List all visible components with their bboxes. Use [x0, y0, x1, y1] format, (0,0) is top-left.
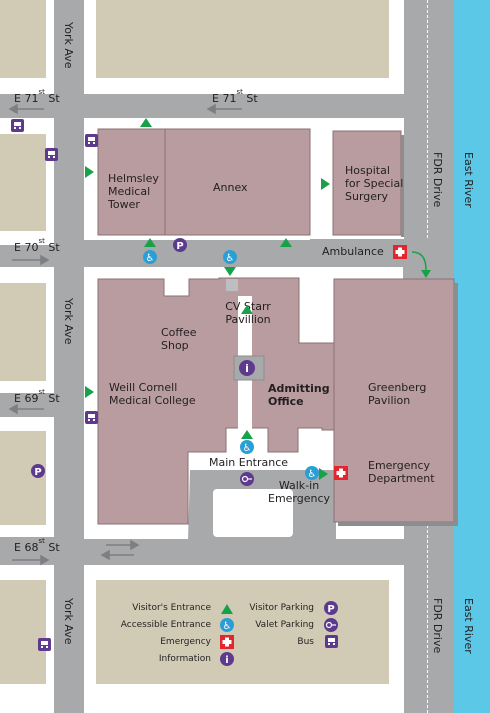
accessible-entrance-icon: ♿	[143, 250, 157, 264]
city-block	[0, 580, 46, 684]
legend-bus-icon	[325, 635, 338, 648]
helmsley-medical-tower-building	[97, 128, 166, 236]
york-ave-label-top: York Ave	[62, 22, 75, 69]
emergency-icon	[334, 466, 348, 480]
ambulance-label: Ambulance	[322, 245, 384, 258]
east-river-label-bottom: East River	[462, 598, 475, 654]
city-block	[0, 0, 46, 78]
annex-label: Annex	[213, 181, 248, 194]
hss-building	[332, 130, 402, 236]
visitor-entrance-icon	[85, 386, 94, 398]
legend-visitors-entrance-label: Visitor's Entrance	[132, 603, 211, 613]
east-river-label-top: East River	[462, 152, 475, 208]
york-ave-label-bottom: York Ave	[62, 598, 75, 645]
visitor-entrance-icon	[321, 178, 330, 190]
bus-icon	[85, 134, 98, 147]
fdr-drive-label-top: FDR Drive	[431, 152, 444, 208]
legend-information-label: Information	[158, 654, 211, 664]
street-e70: E 70st St	[14, 237, 60, 255]
svg-text:♿: ♿	[308, 469, 317, 480]
accessible-entrance-icon: ♿	[305, 466, 319, 480]
bus-icon	[11, 119, 24, 132]
accessible-entrance-icon: ♿	[240, 440, 254, 454]
legend-bus-label: Bus	[297, 637, 314, 647]
street-e71-left: E 71st St	[14, 88, 60, 106]
svg-text:i: i	[245, 362, 249, 375]
street-e68: E 68st St	[14, 537, 60, 555]
city-block	[0, 431, 46, 525]
svg-text:♿: ♿	[223, 621, 232, 632]
svg-text:♿: ♿	[226, 253, 235, 264]
legend-valet-parking-label: Valet Parking	[255, 620, 314, 630]
visitor-entrance-icon	[241, 305, 253, 314]
visitor-parking-icon: P	[31, 464, 45, 478]
svg-text:♿: ♿	[243, 443, 252, 454]
legend-information-icon: i	[220, 652, 234, 666]
legend-accessible-icon: ♿	[220, 618, 234, 632]
legend-visitor-parking-label: Visitor Parking	[249, 603, 314, 613]
legend-accessible-entrance-label: Accessible Entrance	[120, 620, 211, 630]
emergency-icon	[393, 245, 407, 259]
york-ave-label-mid: York Ave	[62, 298, 75, 345]
svg-text:i: i	[225, 655, 228, 666]
city-block	[0, 283, 46, 381]
bus-icon	[45, 148, 58, 161]
visitor-entrance-icon	[144, 238, 156, 247]
annex-building	[164, 128, 311, 236]
street-e71-right: E 71st St	[212, 88, 258, 106]
city-block	[96, 0, 389, 78]
svg-text:P: P	[176, 241, 183, 252]
visitor-parking-icon: P	[173, 238, 187, 252]
information-icon: i	[239, 360, 255, 376]
legend-visitor-parking-icon: P	[324, 601, 338, 615]
bus-icon	[85, 411, 98, 424]
main-entrance-label: Main Entrance	[209, 456, 289, 469]
street-e69: E 69st St	[14, 388, 60, 406]
fdr-drive-label-bottom: FDR Drive	[431, 598, 444, 654]
main-campus-building	[97, 277, 335, 525]
legend-visitor-entrance-icon	[221, 604, 233, 614]
visitor-entrance-icon	[224, 267, 236, 276]
legend-emergency-icon	[220, 635, 234, 649]
accessible-entrance-icon: ♿	[223, 250, 237, 264]
svg-text:P: P	[327, 604, 334, 615]
valet-parking-icon	[240, 472, 254, 486]
legend-valet-parking-icon	[324, 618, 338, 632]
legend-emergency-label: Emergency	[160, 637, 211, 647]
visitor-entrance-icon	[85, 166, 94, 178]
bus-icons	[11, 119, 98, 651]
visitor-entrance-icon	[140, 118, 152, 127]
svg-text:P: P	[34, 467, 41, 478]
visitor-entrance-icon	[319, 468, 328, 480]
city-block	[0, 134, 46, 231]
visitor-entrance-icon	[280, 238, 292, 247]
east-river	[454, 0, 490, 713]
svg-text:♿: ♿	[146, 253, 155, 264]
visitor-entrance-icon	[241, 430, 253, 439]
legend-block	[96, 580, 389, 684]
bus-icon	[38, 638, 51, 651]
